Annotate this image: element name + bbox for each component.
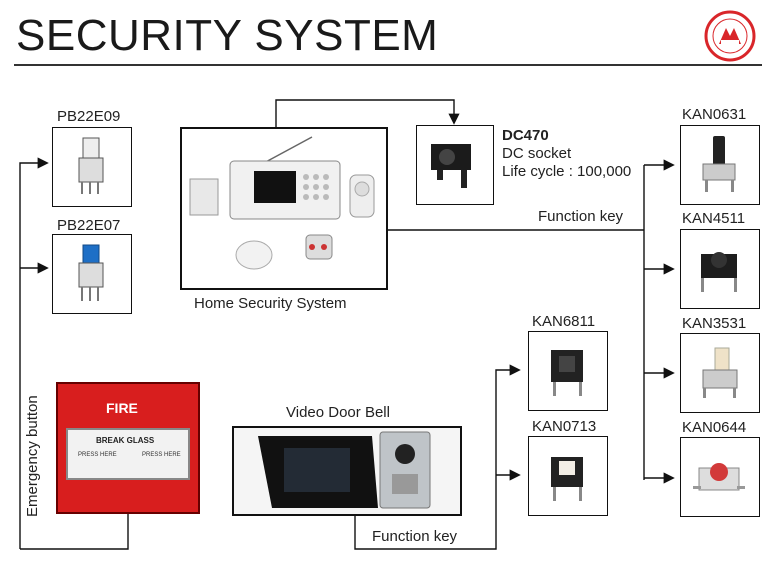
- product-image-pb22e09: [52, 127, 132, 207]
- break-glass-panel: BREAK GLASS PRESS HERE PRESS HERE: [66, 428, 190, 480]
- break-glass-label: BREAK GLASS: [96, 436, 155, 445]
- tact-switch-icon: [702, 136, 736, 192]
- product-code-kan4511: KAN4511: [682, 210, 746, 227]
- push-switch-icon: [78, 244, 104, 301]
- video-door-bell-caption: Video Door Bell: [286, 404, 390, 421]
- tact-switch-icon: [693, 463, 745, 491]
- tact-switch-icon: [551, 350, 583, 396]
- press-here-left: PRESS HERE: [78, 452, 117, 458]
- product-code-kan3531: KAN3531: [682, 315, 747, 332]
- video-door-bell-image: [232, 426, 462, 516]
- alarm-panel-icon: [189, 136, 375, 270]
- dc-socket-icon: [431, 144, 471, 188]
- push-switch-icon: [78, 137, 104, 194]
- dc-socket-image: [416, 125, 494, 205]
- product-image-kan0713: [528, 436, 608, 516]
- product-image-kan0631: [680, 125, 760, 205]
- company-logo-icon: [704, 10, 756, 62]
- product-code-pb22e09: PB22E09: [57, 108, 121, 125]
- dc-socket-description: DC socket: [502, 145, 572, 162]
- fire-label: FIRE: [106, 400, 138, 416]
- home-security-caption: Home Security System: [194, 295, 347, 312]
- dc-socket-life-cycle: Life cycle : 100,000: [502, 163, 632, 180]
- page-title: SECURITY SYSTEM: [16, 11, 439, 60]
- home-security-image: [180, 127, 388, 290]
- product-image-kan6811: [528, 331, 608, 411]
- product-image-kan4511: [680, 229, 760, 309]
- product-code-pb22e07: PB22E07: [57, 217, 121, 234]
- product-image-kan3531: [680, 333, 760, 413]
- tact-switch-icon: [702, 347, 738, 398]
- product-code-kan0644: KAN0644: [682, 419, 747, 436]
- product-image-pb22e07: [52, 234, 132, 314]
- dc-socket-code: DC470: [502, 127, 549, 144]
- emergency-button-label: Emergency button: [24, 395, 41, 517]
- product-image-kan0644: [680, 437, 760, 517]
- title-divider: [14, 64, 762, 66]
- product-code-kan0631: KAN0631: [682, 106, 747, 123]
- tact-switch-icon: [551, 457, 583, 501]
- function-key-label-top: Function key: [538, 208, 624, 225]
- tact-switch-icon: [701, 252, 737, 292]
- function-key-label-bottom: Function key: [372, 528, 458, 545]
- product-code-kan0713: KAN0713: [532, 418, 597, 435]
- press-here-right: PRESS HERE: [142, 452, 181, 458]
- fire-alarm-image: FIRE BREAK GLASS PRESS HERE PRESS HERE: [56, 382, 200, 514]
- video-intercom-icon: [258, 431, 431, 509]
- product-code-kan6811: KAN6811: [532, 313, 596, 330]
